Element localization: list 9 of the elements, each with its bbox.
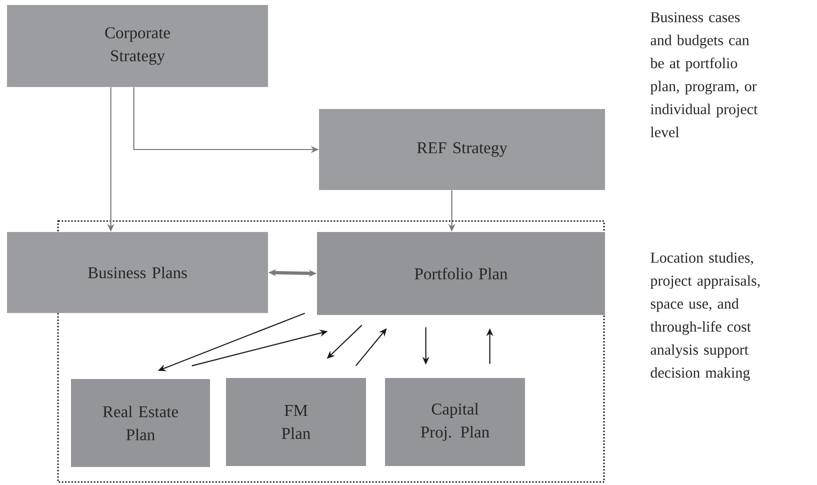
process-box: Portfolio Plan	[317, 232, 605, 315]
process-box: Real Estate Plan	[71, 379, 210, 467]
process-box: Corporate Strategy	[7, 5, 268, 87]
process-box: REF Strategy	[319, 109, 605, 190]
note-text: Location studies, project appraisals, space use, and through-life cost analysis support decision making	[650, 252, 760, 381]
note-text: Business cases and budgets can be at portfolio plan, program, or individual project level	[650, 12, 758, 138]
process-box: Business Plans	[7, 232, 268, 313]
process-box: FM Plan	[226, 378, 366, 466]
process-box: Capital Proj. Plan	[385, 378, 525, 466]
